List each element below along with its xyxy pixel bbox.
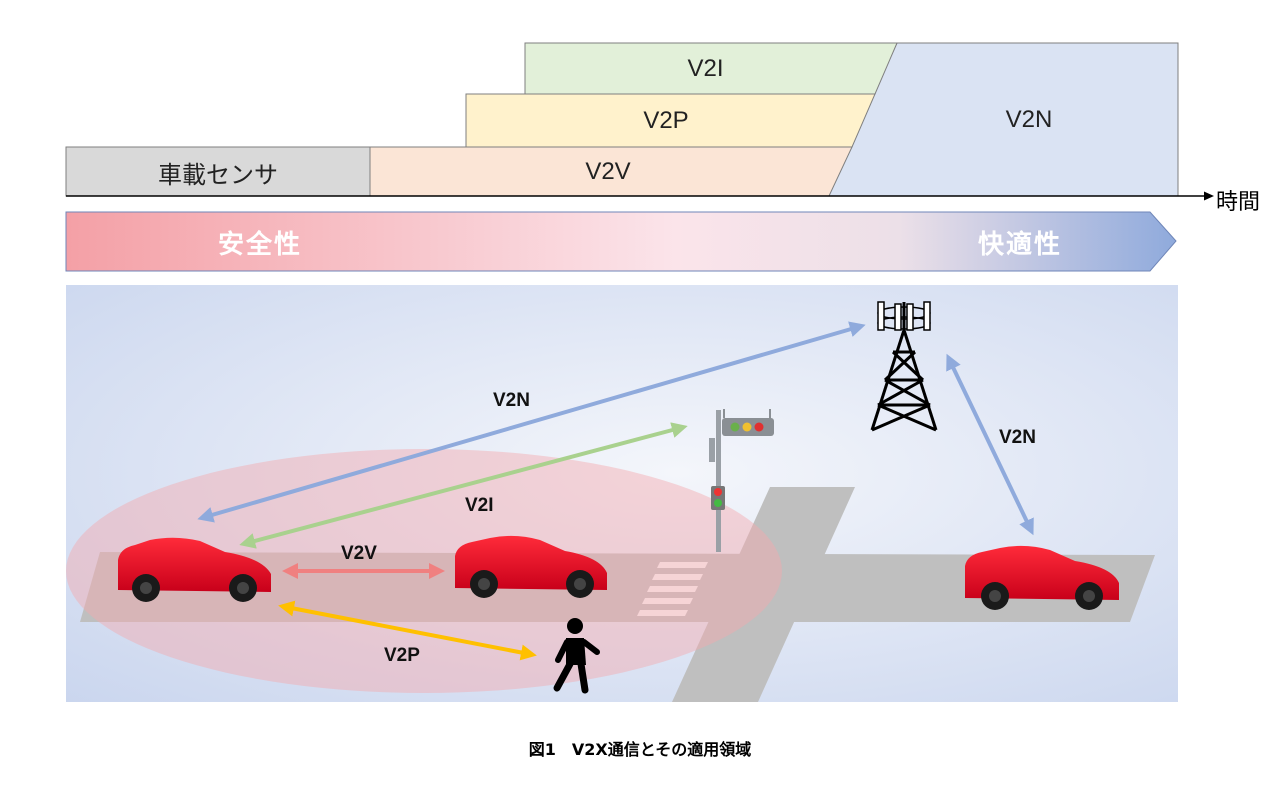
scene-label-v2v: V2V	[341, 543, 377, 564]
band-v2n: V2N	[880, 43, 1178, 196]
time-axis-label: 時間	[1216, 190, 1261, 215]
car-left	[118, 537, 271, 602]
cell-tower	[870, 301, 938, 432]
v2i-arrow	[239, 422, 688, 549]
pedestrian-icon	[553, 618, 600, 694]
scene-label-v2p: V2P	[384, 645, 420, 666]
band-v2p: V2P	[466, 94, 866, 147]
band-v2v: V2V	[370, 147, 846, 197]
band-v2i-label: V2I	[687, 54, 724, 82]
car-middle	[455, 535, 607, 598]
scene-label-v2n-left: V2N	[493, 390, 530, 411]
scene-label-v2i: V2I	[465, 495, 494, 516]
car-right	[965, 545, 1119, 610]
safety-comfort-arrow	[65, 211, 1177, 272]
band-v2p-label: V2P	[643, 106, 689, 134]
band-v2v-label: V2V	[585, 158, 631, 185]
comfort-label: 快適性	[978, 230, 1063, 260]
band-v2n-label: V2N	[1005, 105, 1053, 133]
v2p-arrow	[278, 600, 537, 661]
band-sensor: 車載センサ	[66, 147, 370, 197]
time-axis-arrowhead	[1204, 191, 1214, 201]
band-sensor-shape	[65, 146, 371, 197]
safety-label: 安全性	[218, 230, 303, 260]
figure-caption: 図1 V2X通信とその適用領域	[528, 740, 752, 759]
band-v2i: V2I	[525, 43, 886, 94]
v2n-arrow-right	[946, 353, 1034, 536]
crosswalk	[637, 562, 708, 616]
scene-label-v2n-right: V2N	[999, 427, 1036, 448]
band-sensor-label: 車載センサ	[158, 161, 278, 189]
